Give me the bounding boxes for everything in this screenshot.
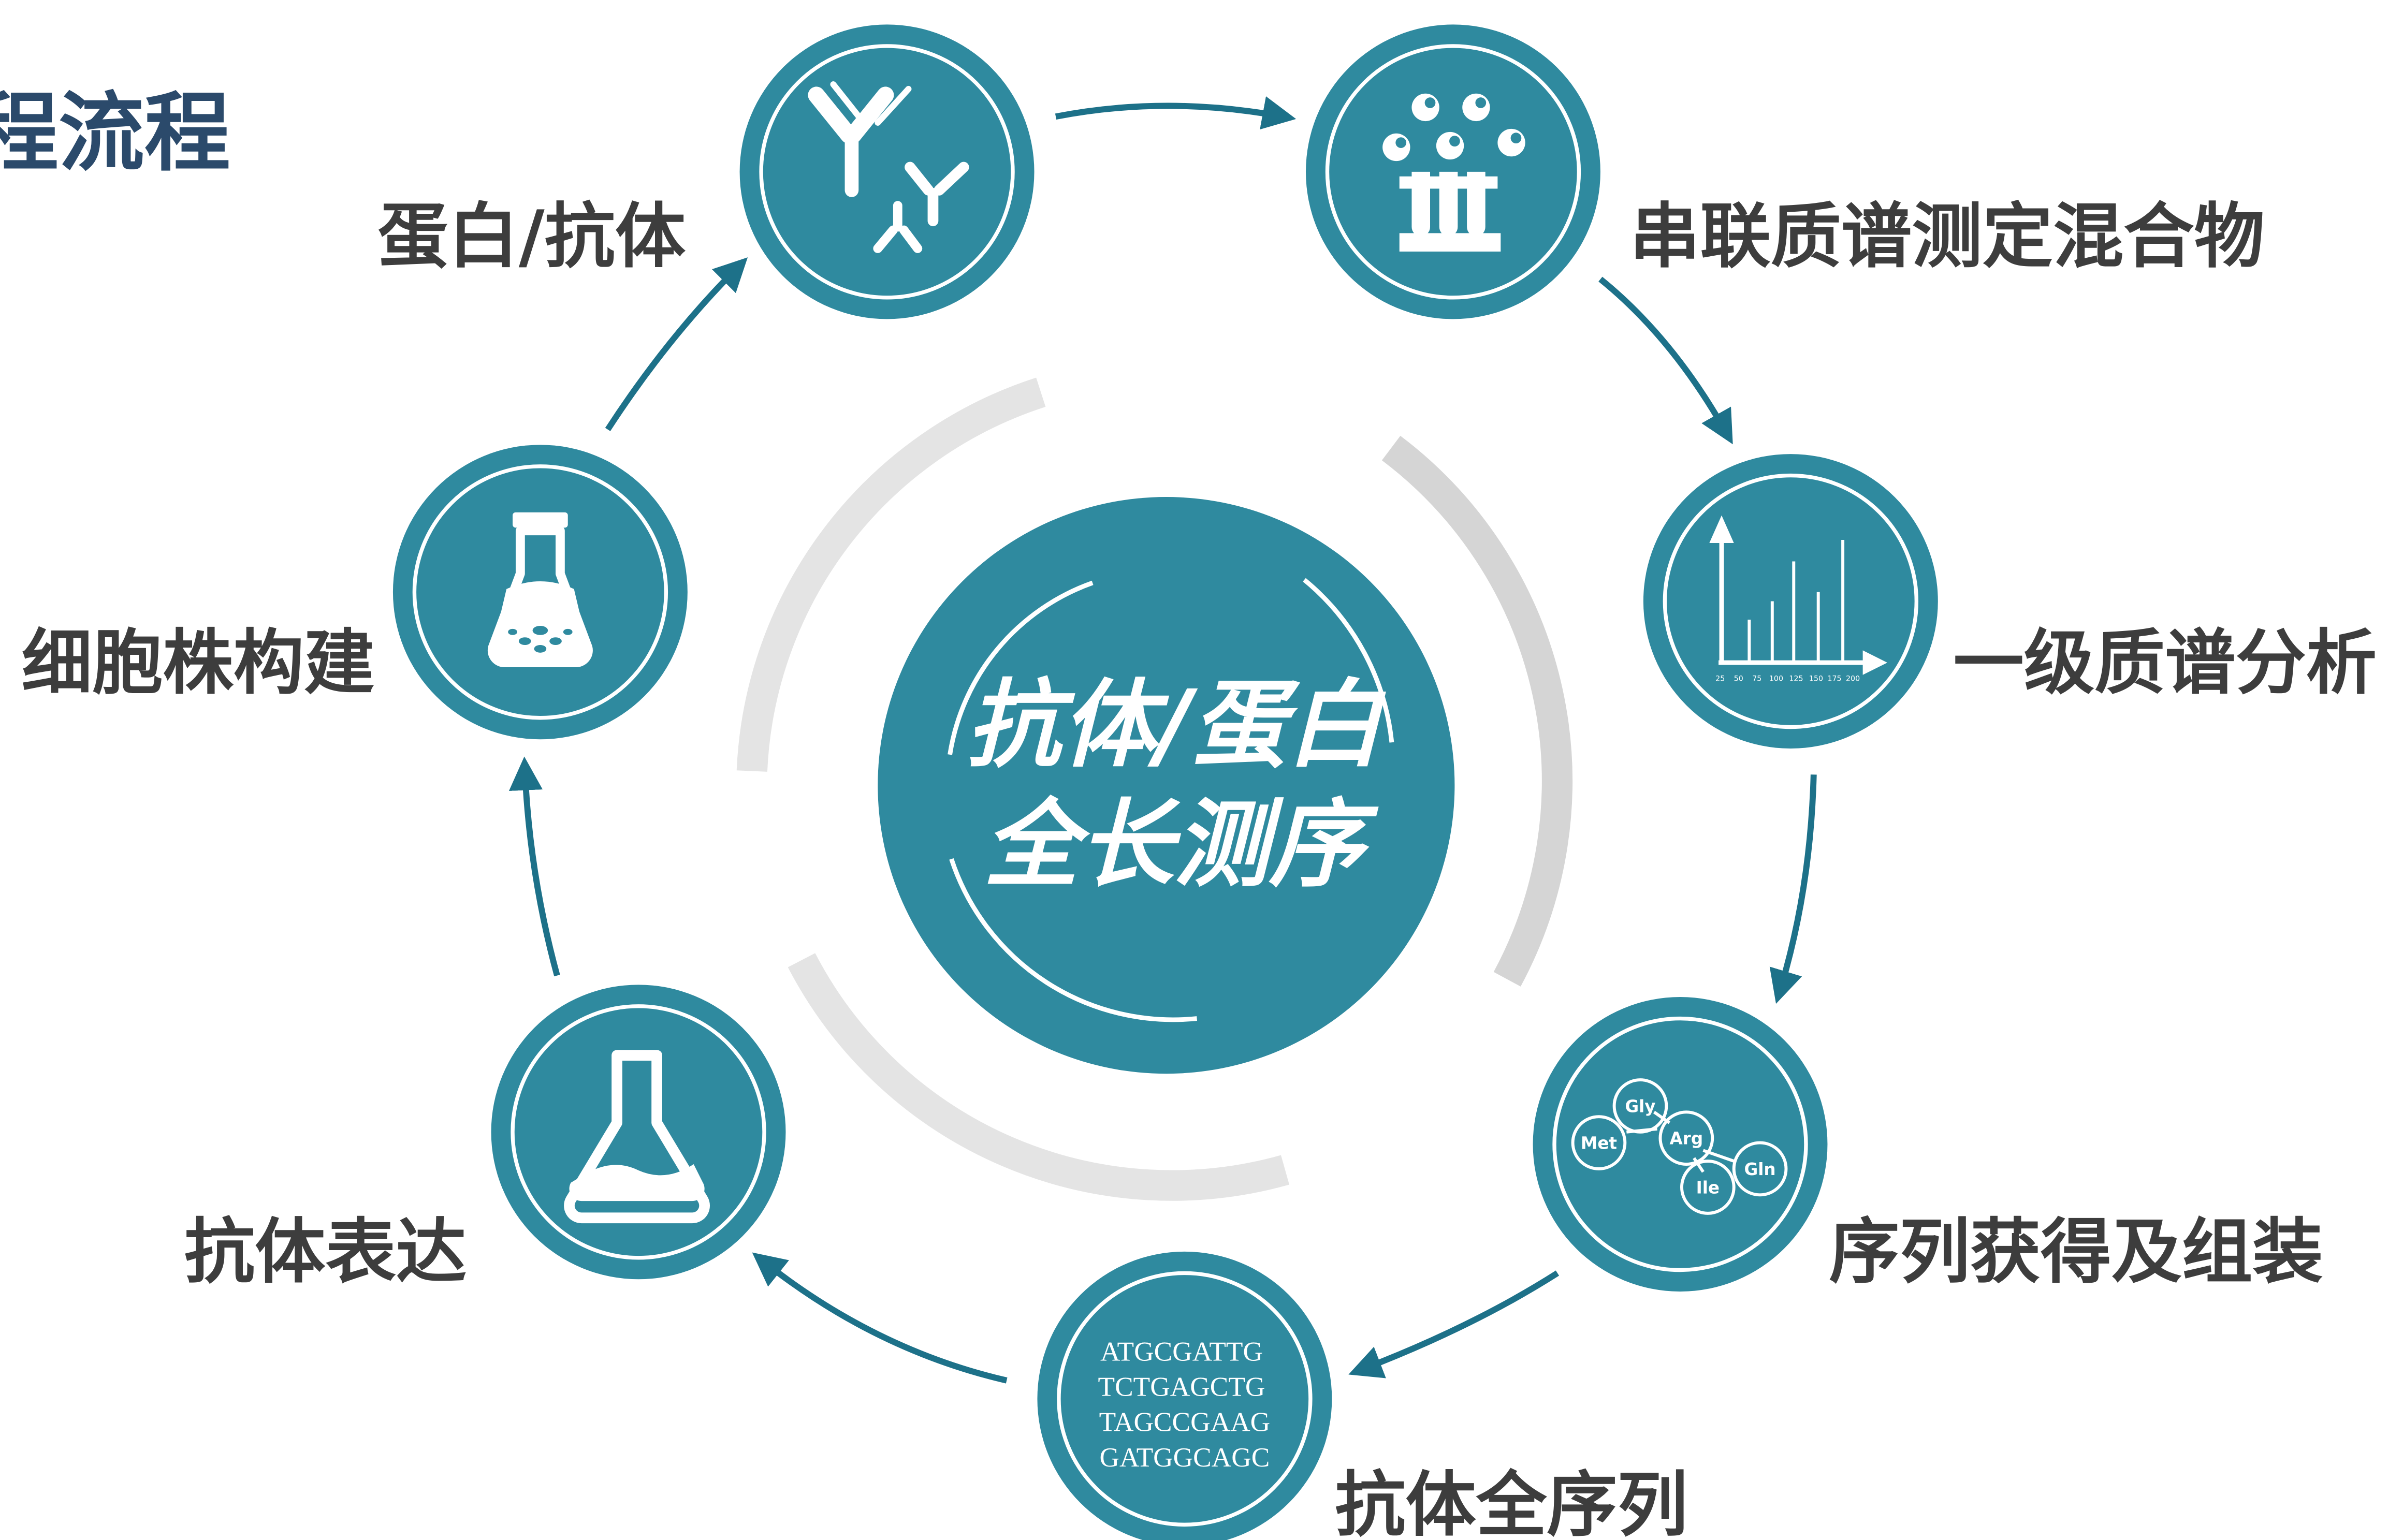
step-6-label: 抗体表达 <box>184 1211 467 1293</box>
center-title-line1: 抗体/蛋白 <box>966 670 1386 781</box>
spectrum-tick-label: 125 <box>1789 675 1803 683</box>
arrow-step2-to-step3 <box>1600 279 1726 432</box>
step-7-node <box>393 445 688 739</box>
arrow-step7-to-step1 <box>608 267 738 430</box>
sequence-line: TCTGAGCTG <box>1098 1371 1265 1402</box>
spectrum-tick-label: 75 <box>1752 675 1761 683</box>
spectrum-tick-label: 25 <box>1715 675 1725 683</box>
step-1-node <box>740 24 1035 319</box>
arrow-step1-to-step2 <box>1056 106 1283 116</box>
step-2-label: 串联质谱测定混合物 <box>1629 196 2265 278</box>
spectrum-tick-label: 50 <box>1734 675 1743 683</box>
amino-acid-label: Gly <box>1625 1096 1655 1116</box>
step-5-label: 抗体全序列 <box>1335 1464 1688 1540</box>
step-3-label: 一级质谱分析 <box>1953 622 2377 704</box>
step-1-label: 蛋白/抗体 <box>377 196 686 278</box>
center-hub: 抗体/蛋白 全长测序 <box>878 497 1454 1074</box>
center-title-line2: 全长测序 <box>984 789 1379 900</box>
sequence-line: ATGCGATTG <box>1100 1336 1263 1367</box>
step-5-node: ATGCGATTG TCTGAGCTG TAGCCGAAG GATGGCAGC <box>1037 1252 1332 1540</box>
amino-acid-label: Gln <box>1744 1160 1776 1179</box>
amino-acid-label: Met <box>1581 1133 1617 1153</box>
step-7-label: 细胞株构建 <box>22 622 374 704</box>
arrow-step5-to-step6 <box>763 1261 1007 1381</box>
spectrum-tick-label: 150 <box>1809 675 1823 683</box>
amino-acid-label: Arg <box>1670 1129 1703 1149</box>
arrow-step6-to-step7 <box>525 770 557 976</box>
spectrum-tick-label: 100 <box>1769 675 1783 683</box>
spectrum-tick-label: 200 <box>1846 675 1860 683</box>
step-2-node <box>1306 24 1600 319</box>
page-title: 程流程 <box>0 83 230 183</box>
arrow-step4-to-step5 <box>1361 1273 1557 1370</box>
arrow-step3-to-step4 <box>1780 774 1814 991</box>
step-4-label: 序列获得及组装 <box>1829 1211 2323 1293</box>
spectrum-tick-label: 175 <box>1827 675 1841 683</box>
step-4-node: Gly Met Arg Ile Gln <box>1533 997 1828 1292</box>
sequence-line: GATGGCAGC <box>1099 1442 1270 1473</box>
sequence-line: TAGCCGAAG <box>1099 1406 1271 1438</box>
step-3-node: 25 50 75 100 125 150 175 200 <box>1643 454 1938 749</box>
step-6-node <box>491 985 786 1279</box>
amino-acid-label: Ile <box>1696 1178 1720 1197</box>
